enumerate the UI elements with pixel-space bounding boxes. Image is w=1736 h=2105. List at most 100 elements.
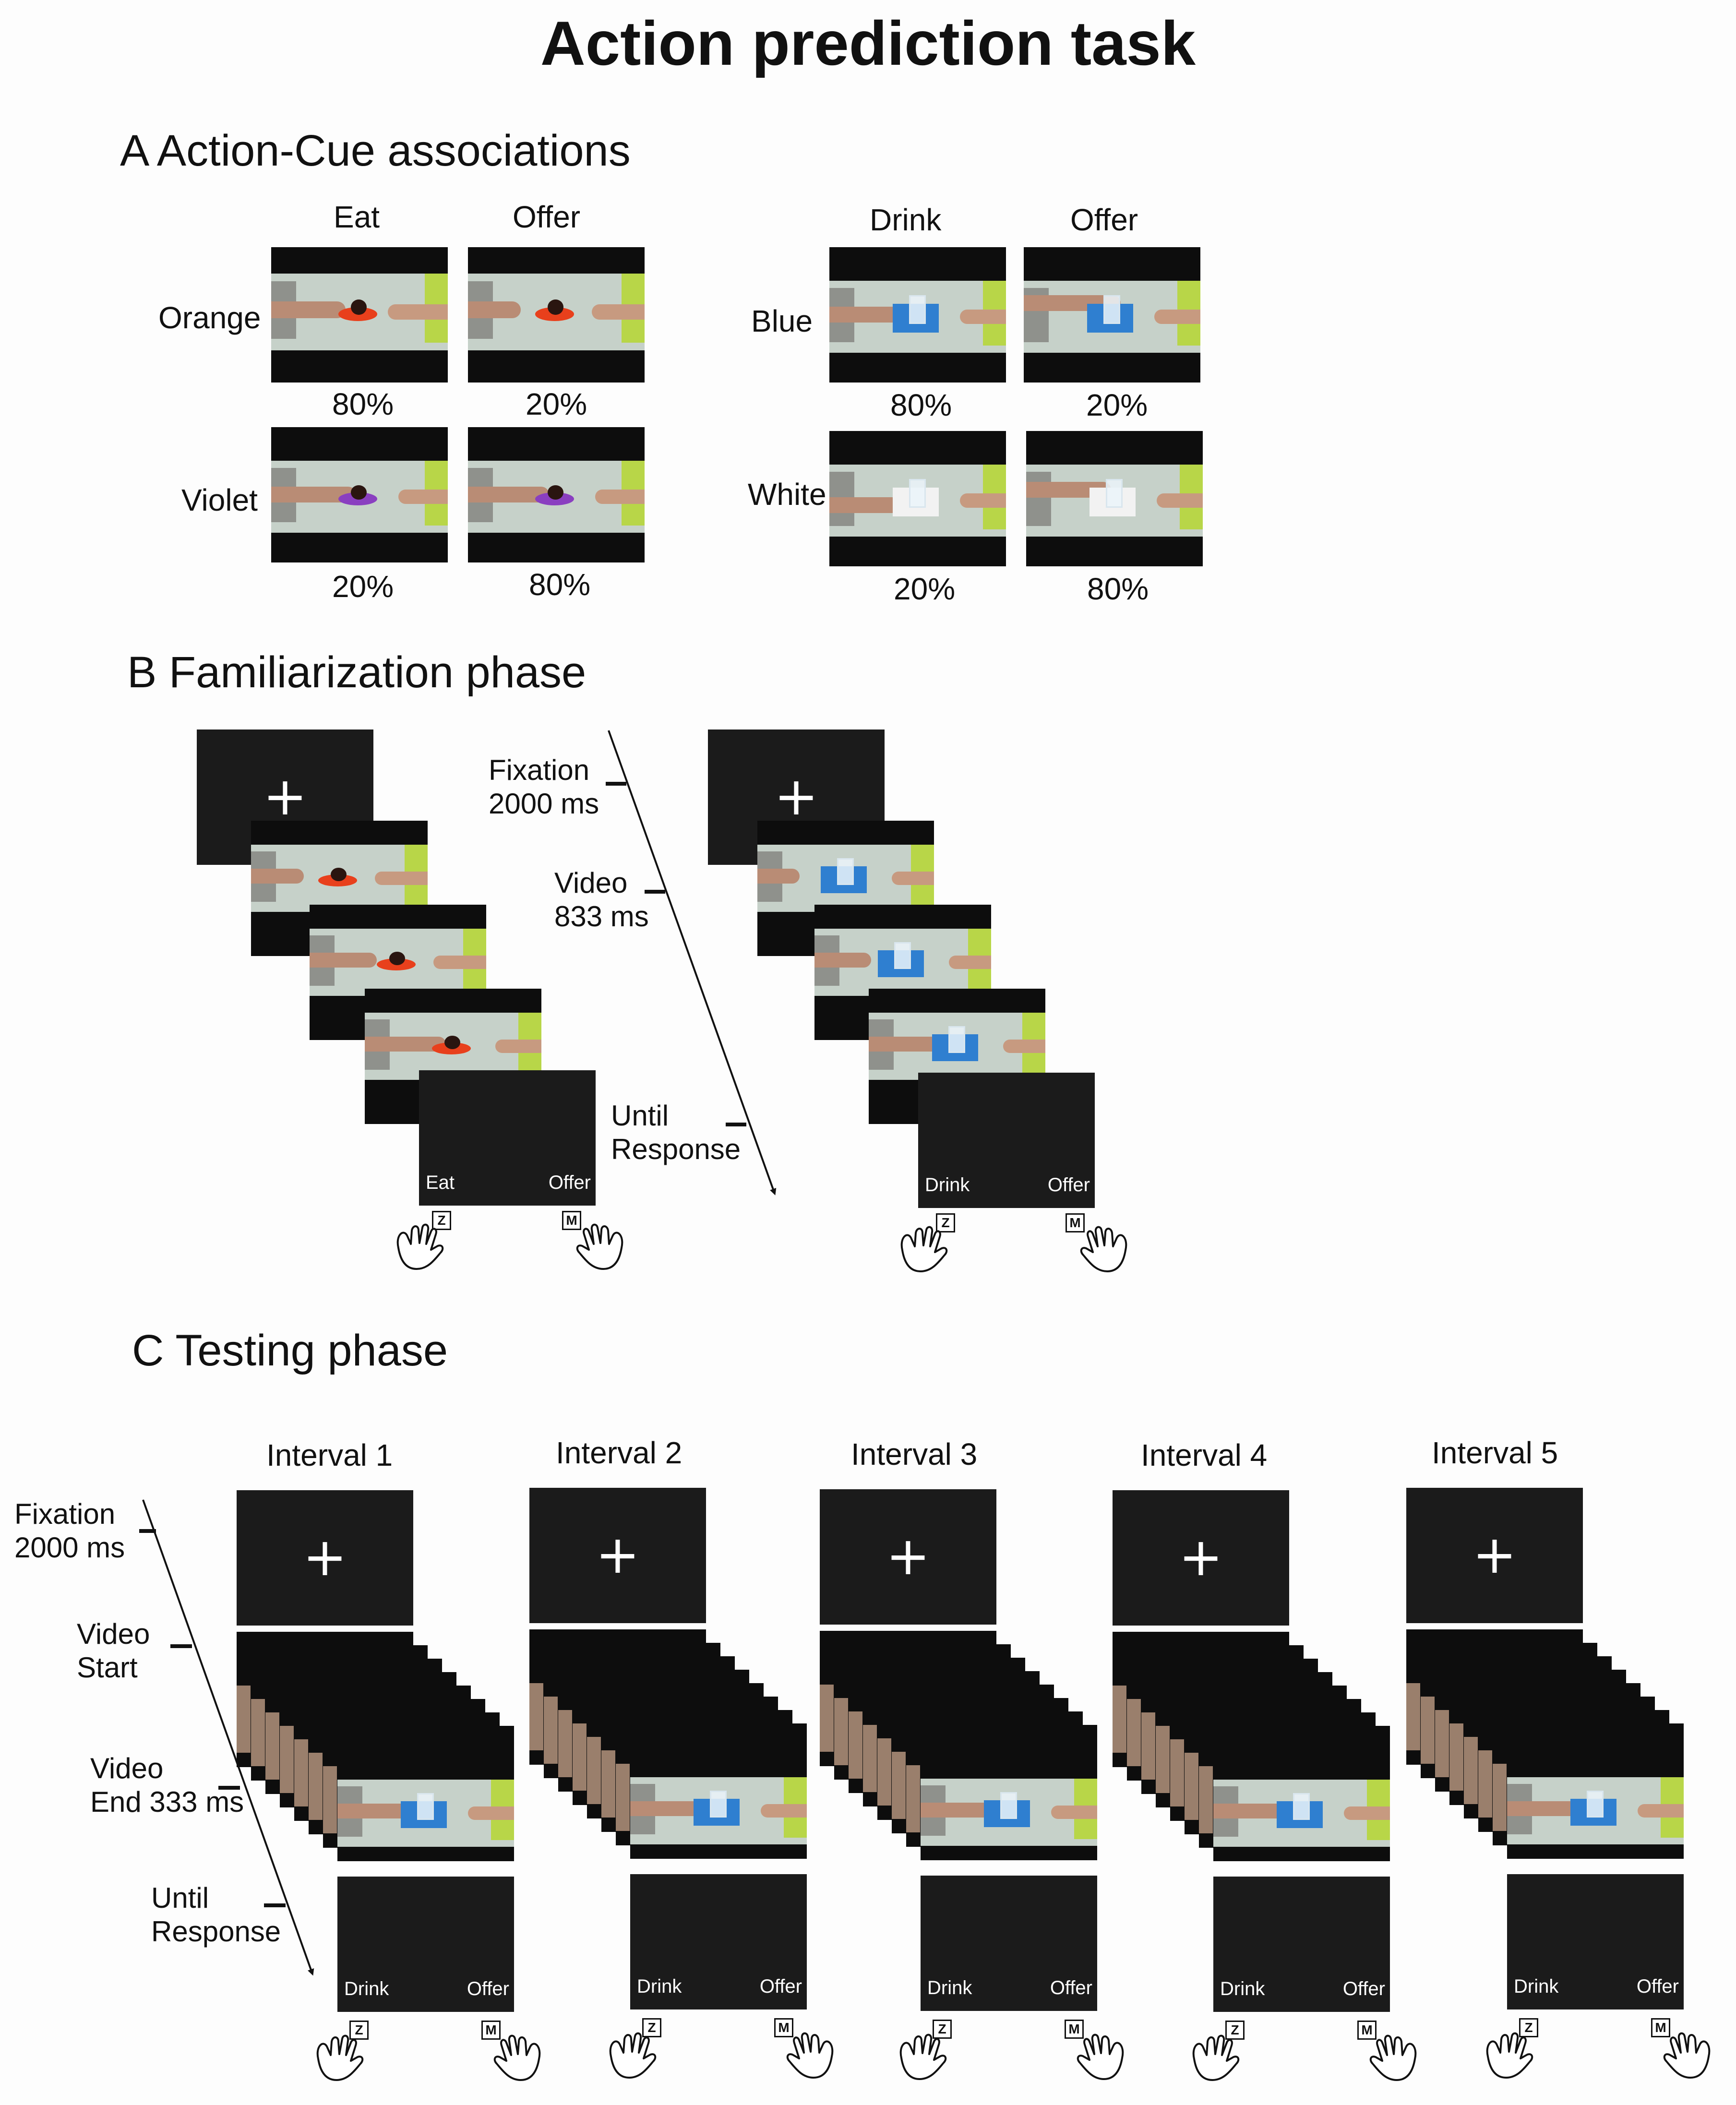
fixation-cross: + — [774, 765, 819, 827]
timeline-arrow-c — [142, 1499, 314, 1976]
video-frame — [921, 1725, 1097, 1860]
response-label-offer: Offer — [1636, 1976, 1679, 1997]
key-z-b-right: Z — [936, 1213, 955, 1232]
response-label-eat: Eat — [426, 1172, 455, 1193]
cue-label-violet: Violet — [181, 483, 258, 517]
key-z: Z — [933, 2020, 952, 2039]
video-frame — [1213, 1726, 1390, 1861]
hand-icon — [1663, 2032, 1711, 2079]
response-label-offer: Offer — [1050, 1977, 1092, 1998]
fixation-screen: + — [1406, 1488, 1583, 1623]
interval-label: Interval 4 — [1141, 1438, 1268, 1472]
hand-icon — [576, 1223, 623, 1270]
pct-violet-offer: 80% — [529, 567, 591, 602]
cue-label-white: White — [748, 477, 826, 512]
response-screen: Drink Offer — [1507, 1874, 1684, 2009]
key-m: M — [1651, 2018, 1670, 2037]
key-z: Z — [1519, 2018, 1538, 2037]
response-label-drink: Drink — [1514, 1976, 1559, 1997]
response-screen: Drink Offer — [921, 1876, 1097, 2011]
hand-icon — [1486, 2032, 1533, 2079]
hand-icon — [493, 2034, 541, 2081]
fixation-screen: + — [820, 1489, 996, 1625]
key-z-b-left: Z — [432, 1211, 451, 1230]
action-label-offer-left: Offer — [513, 200, 581, 234]
key-z: Z — [1225, 2021, 1245, 2040]
fixation-cross: + — [595, 1523, 640, 1585]
thumb-orange-offer — [468, 247, 645, 383]
pct-blue-drink: 80% — [890, 388, 952, 422]
timeline-arrow-b — [608, 730, 777, 1196]
thumb-violet-offer — [468, 427, 645, 562]
response-label-drink: Drink — [344, 1978, 389, 1999]
fixation-cross: + — [886, 1525, 931, 1587]
response-screen: Drink Offer — [337, 1877, 514, 2012]
fixation-cross: + — [1472, 1523, 1517, 1585]
response-label-drink: Drink — [925, 1174, 970, 1196]
fixation-cross: + — [1178, 1526, 1223, 1588]
key-m: M — [481, 2021, 501, 2040]
video-frame — [630, 1723, 807, 1859]
response-label-offer: Offer — [467, 1978, 509, 1999]
key-m-b-left: M — [562, 1211, 581, 1230]
video-frame — [1507, 1723, 1684, 1859]
interval-label: Interval 5 — [1432, 1435, 1558, 1470]
video-frame-b-right-2 — [814, 905, 991, 1040]
interval-label: Interval 2 — [556, 1435, 682, 1470]
thumb-violet-eat — [271, 427, 448, 562]
key-z: Z — [349, 2021, 369, 2040]
thumb-blue-drink — [829, 247, 1006, 383]
hand-icon — [1192, 2034, 1240, 2081]
thumb-white-offer — [1026, 431, 1203, 566]
hand-icon — [899, 2033, 947, 2080]
hand-icon — [1369, 2034, 1417, 2081]
hand-icon — [1080, 1226, 1127, 1272]
response-label-drink: Drink — [927, 1977, 972, 1998]
hand-icon — [609, 2032, 657, 2079]
hand-icon — [900, 1226, 948, 1272]
response-label-offer: Offer — [548, 1172, 591, 1193]
section-c-heading: C Testing phase — [132, 1326, 448, 1375]
pct-violet-eat: 20% — [332, 569, 394, 604]
interval-label: Interval 1 — [266, 1438, 393, 1472]
hand-icon — [316, 2034, 364, 2081]
pct-orange-eat: 80% — [332, 387, 394, 421]
key-m-b-right: M — [1066, 1213, 1085, 1232]
thumb-orange-eat — [271, 247, 448, 383]
fixation-cross: + — [263, 765, 308, 827]
fixation-screen: + — [1113, 1490, 1289, 1626]
fixation-screen: + — [237, 1490, 413, 1626]
thumb-blue-offer — [1024, 247, 1200, 383]
response-screen-b-left: Eat Offer — [419, 1070, 596, 1206]
response-screen-b-right: Drink Offer — [918, 1073, 1095, 1208]
section-a-heading: A Action-Cue associations — [120, 126, 631, 175]
cue-label-orange: Orange — [158, 300, 261, 335]
interval-label: Interval 3 — [851, 1437, 978, 1471]
key-m: M — [1065, 2020, 1084, 2039]
video-frame-b-left-3 — [365, 989, 541, 1124]
section-b-heading: B Familiarization phase — [127, 648, 587, 697]
fixation-screen: + — [529, 1488, 706, 1623]
key-z: Z — [642, 2018, 661, 2037]
pct-blue-offer: 20% — [1086, 388, 1148, 422]
pct-white-drink: 20% — [894, 572, 956, 606]
action-label-eat: Eat — [334, 200, 380, 234]
testing-hands — [316, 2032, 1711, 2081]
response-label-offer: Offer — [759, 1976, 802, 1997]
pct-white-offer: 80% — [1087, 572, 1149, 606]
hand-icon — [1077, 2033, 1124, 2080]
figure-title: Action prediction task — [540, 8, 1196, 78]
response-label-offer: Offer — [1047, 1174, 1090, 1196]
cue-label-blue: Blue — [751, 304, 813, 338]
pct-orange-offer: 20% — [526, 387, 587, 421]
